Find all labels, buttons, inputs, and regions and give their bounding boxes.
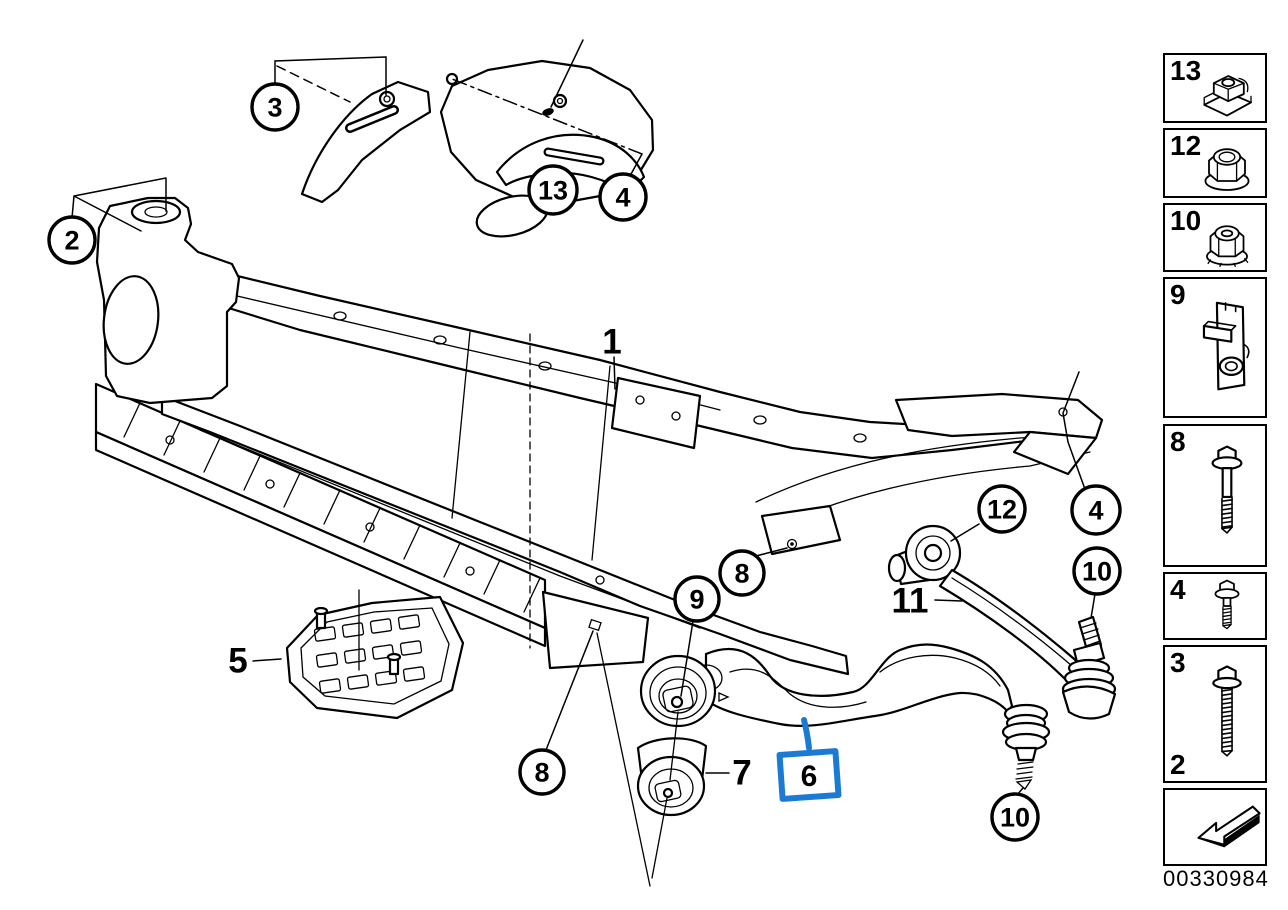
callout-7[interactable]: 7	[732, 754, 751, 793]
callout-circle[interactable]	[250, 82, 300, 132]
callout-circle[interactable]	[527, 164, 579, 216]
callout-label[interactable]: 7	[732, 754, 751, 793]
arrow-icon	[1197, 805, 1261, 849]
callout-label[interactable]: 1	[602, 323, 621, 362]
callout-6[interactable]: 6	[776, 748, 842, 802]
sidebar-item-number: 13	[1170, 55, 1202, 86]
callout-label[interactable]: 5	[228, 642, 247, 681]
callout-circle[interactable]	[977, 484, 1027, 534]
callout-9[interactable]: 9	[673, 575, 721, 623]
cage-nut-icon	[1203, 75, 1252, 117]
front-beam	[94, 382, 547, 648]
sidebar-item-number: 8	[1170, 426, 1186, 457]
callout-label: 8	[534, 758, 549, 788]
callout-2[interactable]: 2	[47, 215, 97, 265]
callout-label: 10	[1000, 803, 1030, 833]
callout-4[interactable]: 4	[598, 172, 648, 222]
sidebar-item-number: 12	[1170, 130, 1202, 161]
callout-label: 10	[1082, 557, 1112, 587]
bolt-long-icon	[1211, 445, 1243, 535]
callout-12[interactable]: 12	[977, 484, 1027, 534]
sidebar-item-12[interactable]: 12	[1163, 128, 1267, 198]
sidebar-item-number: 4	[1170, 574, 1186, 605]
callout-8[interactable]: 8	[718, 549, 766, 597]
sidebar-item-4[interactable]: 4	[1163, 572, 1267, 640]
ball-joint-up	[1061, 615, 1117, 720]
callout-circle[interactable]	[990, 792, 1040, 842]
bracket-icon	[1202, 301, 1250, 391]
callout-10[interactable]: 10	[990, 792, 1040, 842]
callout-circle[interactable]	[1070, 484, 1122, 536]
lower-control-arm	[689, 643, 1014, 727]
ball-joint-down	[1001, 703, 1051, 790]
bushing-lower	[636, 737, 708, 817]
callout-1[interactable]: 1	[602, 323, 621, 362]
callout-13[interactable]: 13	[527, 164, 579, 216]
left-support-arm	[300, 80, 432, 204]
sidebar-item-number: 2	[1170, 748, 1186, 780]
subframe-center-face	[541, 575, 650, 670]
sidebar-item-number: 3	[1170, 647, 1186, 678]
callout-circle[interactable]	[1072, 546, 1122, 596]
sidebar-item-10[interactable]: 10	[1163, 203, 1267, 272]
callout-11[interactable]: 11	[892, 582, 929, 621]
highlight-leader	[801, 717, 812, 751]
subframe-cross-plates	[610, 376, 842, 556]
callout-8[interactable]: 8	[518, 748, 566, 796]
top-gusset-bracket	[439, 59, 655, 238]
callout-3[interactable]: 3	[250, 82, 300, 132]
callout-label: 8	[734, 559, 749, 589]
sidebar-item-number: 10	[1170, 205, 1202, 236]
sidebar-item-13[interactable]: 13	[1163, 53, 1267, 123]
skid-plate	[285, 589, 465, 720]
sidebar-item-9[interactable]: 9	[1163, 277, 1267, 418]
callout-5[interactable]: 5	[228, 642, 247, 681]
callout-circle[interactable]	[598, 172, 648, 222]
callout-label: 4	[615, 183, 630, 213]
callout-label[interactable]: 11	[892, 582, 929, 621]
callout-circle[interactable]	[47, 215, 97, 265]
callout-circle[interactable]	[718, 549, 766, 597]
bolt-threaded-icon	[1212, 665, 1242, 757]
sidebar-item-number: 9	[1170, 279, 1186, 310]
callout-label: 2	[64, 226, 79, 256]
callout-4[interactable]: 4	[1070, 484, 1122, 536]
callout-label: 4	[1088, 496, 1103, 526]
construction-lines	[529, 333, 679, 887]
bolt-short-icon	[1214, 579, 1240, 630]
callout-10[interactable]: 10	[1072, 546, 1122, 596]
callout-label: 6	[801, 760, 818, 793]
callout-label: 12	[987, 495, 1017, 525]
callout-label: 13	[538, 176, 568, 206]
lock-nut-icon	[1206, 225, 1249, 267]
sidebar-item-8[interactable]: 8	[1163, 424, 1267, 567]
callout-circle[interactable]	[518, 748, 566, 796]
sidebar-item-arrow[interactable]	[1163, 788, 1267, 866]
flange-nut-icon	[1204, 148, 1250, 191]
subframe-left-tower	[95, 196, 241, 405]
callout-label: 9	[689, 585, 704, 615]
highlighted-callout-box[interactable]	[776, 748, 842, 802]
diagram-part-number: 00330984	[1163, 866, 1269, 891]
callout-circle[interactable]	[673, 575, 721, 623]
callout-label: 3	[267, 93, 282, 123]
